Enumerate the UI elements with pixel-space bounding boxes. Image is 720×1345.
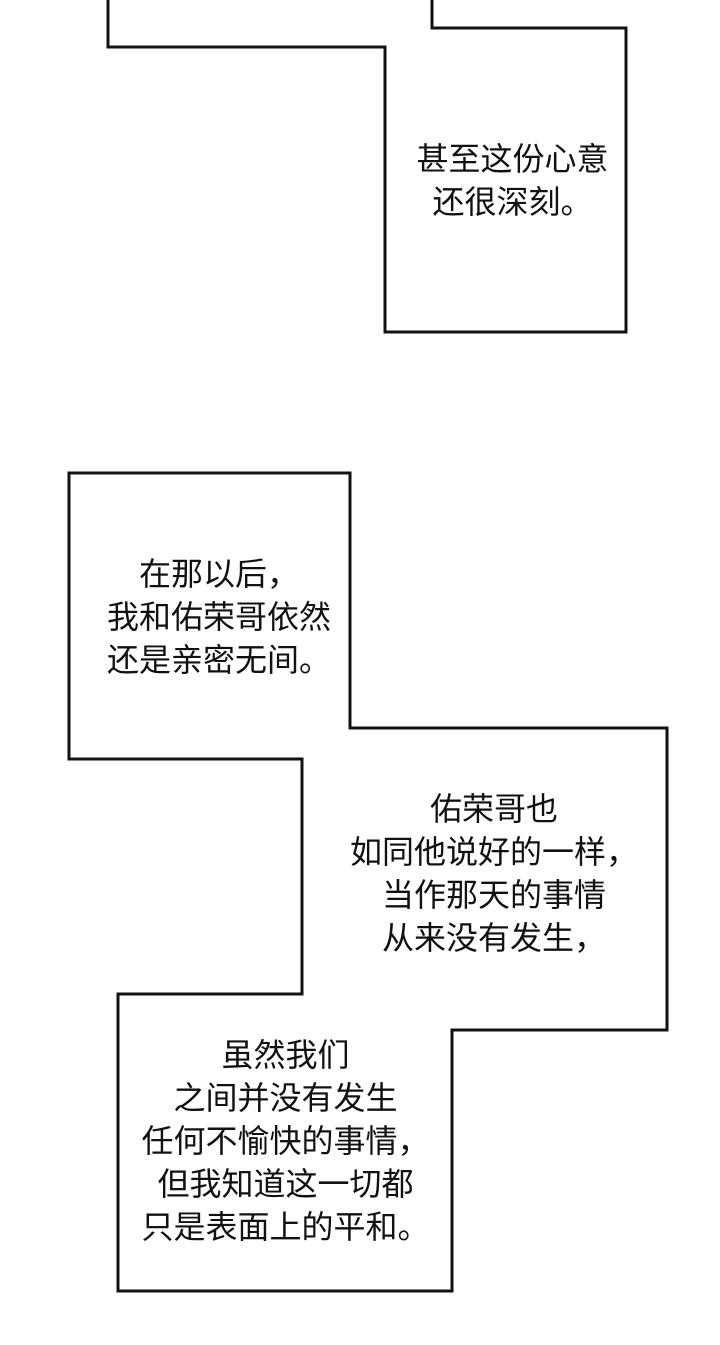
caption-line: 只是表面上的平和。: [141, 1208, 430, 1246]
caption-line: 我和佑荣哥依然: [106, 598, 331, 636]
caption-box-1-outline: [106, 0, 628, 334]
caption-line: 从来没有发生，: [381, 919, 606, 957]
caption-line: 佑荣哥也: [429, 790, 558, 828]
caption-line: 还是亲密无间。: [106, 641, 331, 679]
caption-box-1-text: 甚至这份心意 还很深刻。: [390, 138, 635, 224]
caption-line: 虽然我们: [221, 1036, 350, 1074]
caption-line: 在那以后，: [138, 555, 299, 593]
caption-line: 如同他说好的一样，: [349, 833, 638, 871]
caption-line: 之间并没有发生: [173, 1079, 398, 1117]
caption-line: 任何不愉快的事情，: [141, 1122, 430, 1160]
caption-line: 但我知道这一切都: [157, 1165, 414, 1203]
caption-box-2-text: 在那以后， 我和佑荣哥依然 还是亲密无间。: [85, 553, 353, 682]
caption-box-3-text: 佑荣哥也 如同他说好的一样， 当作那天的事情 从来没有发生，: [328, 788, 660, 960]
caption-box-2-outline: [67, 471, 669, 1293]
caption-box-4-text: 虽然我们 之间并没有发生 任何不愉快的事情， 但我知道这一切都 只是表面上的平和…: [127, 1034, 444, 1249]
caption-line: 当作那天的事情: [381, 876, 606, 914]
caption-line: 还很深刻。: [432, 183, 593, 221]
caption-line: 甚至这份心意: [416, 140, 609, 178]
